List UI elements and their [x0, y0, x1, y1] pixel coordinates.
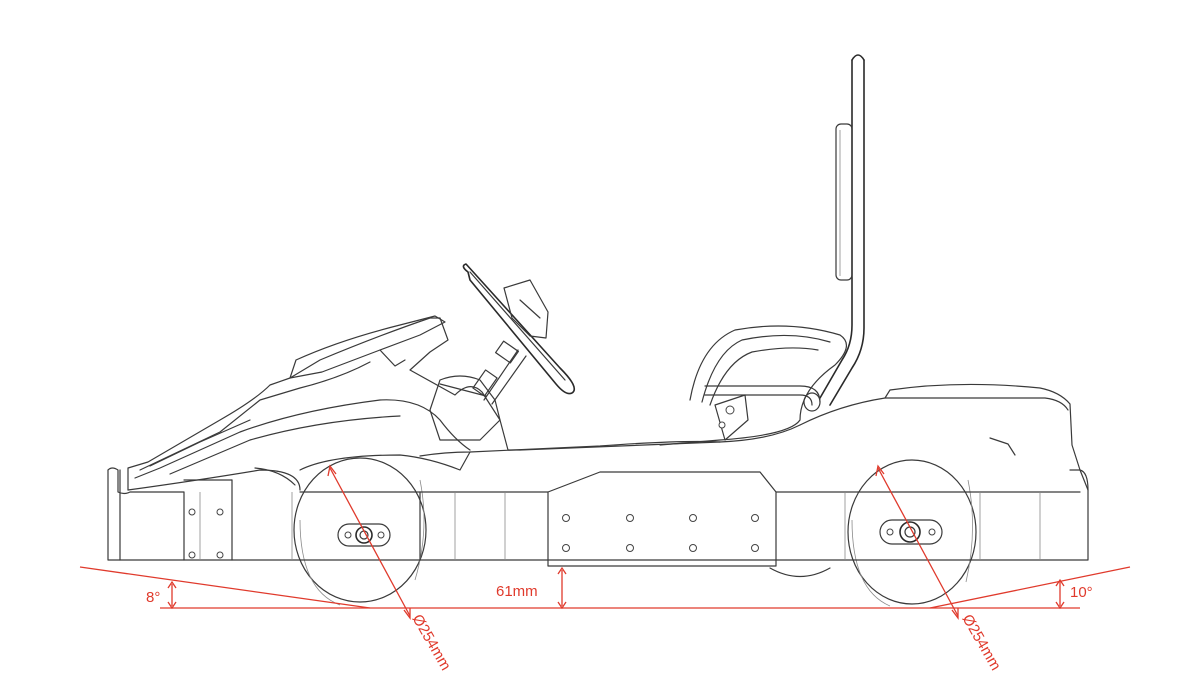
chassis-bumper	[107, 467, 1089, 567]
seat-frame	[659, 54, 865, 446]
front-wheel-diameter-label: Ø254mm	[409, 612, 455, 674]
front-angle-label: 8°	[146, 589, 160, 606]
steering-assembly	[462, 263, 576, 405]
kart-body	[127, 315, 1089, 491]
front-left-wheel	[293, 457, 427, 606]
ground-clearance-label: 61mm	[496, 583, 538, 600]
rear-wheel-diameter-label: Ø254mm	[959, 612, 1005, 674]
rear-right-wheel	[847, 459, 977, 607]
dimension-lines	[79, 464, 1131, 620]
rear-axle-slot	[879, 519, 943, 545]
rear-angle-label: 10°	[1070, 584, 1093, 601]
front-plate-bolts	[188, 508, 224, 559]
front-axle-slot	[337, 523, 391, 547]
center-plate-bolts	[562, 514, 759, 552]
center-drum	[769, 567, 831, 577]
